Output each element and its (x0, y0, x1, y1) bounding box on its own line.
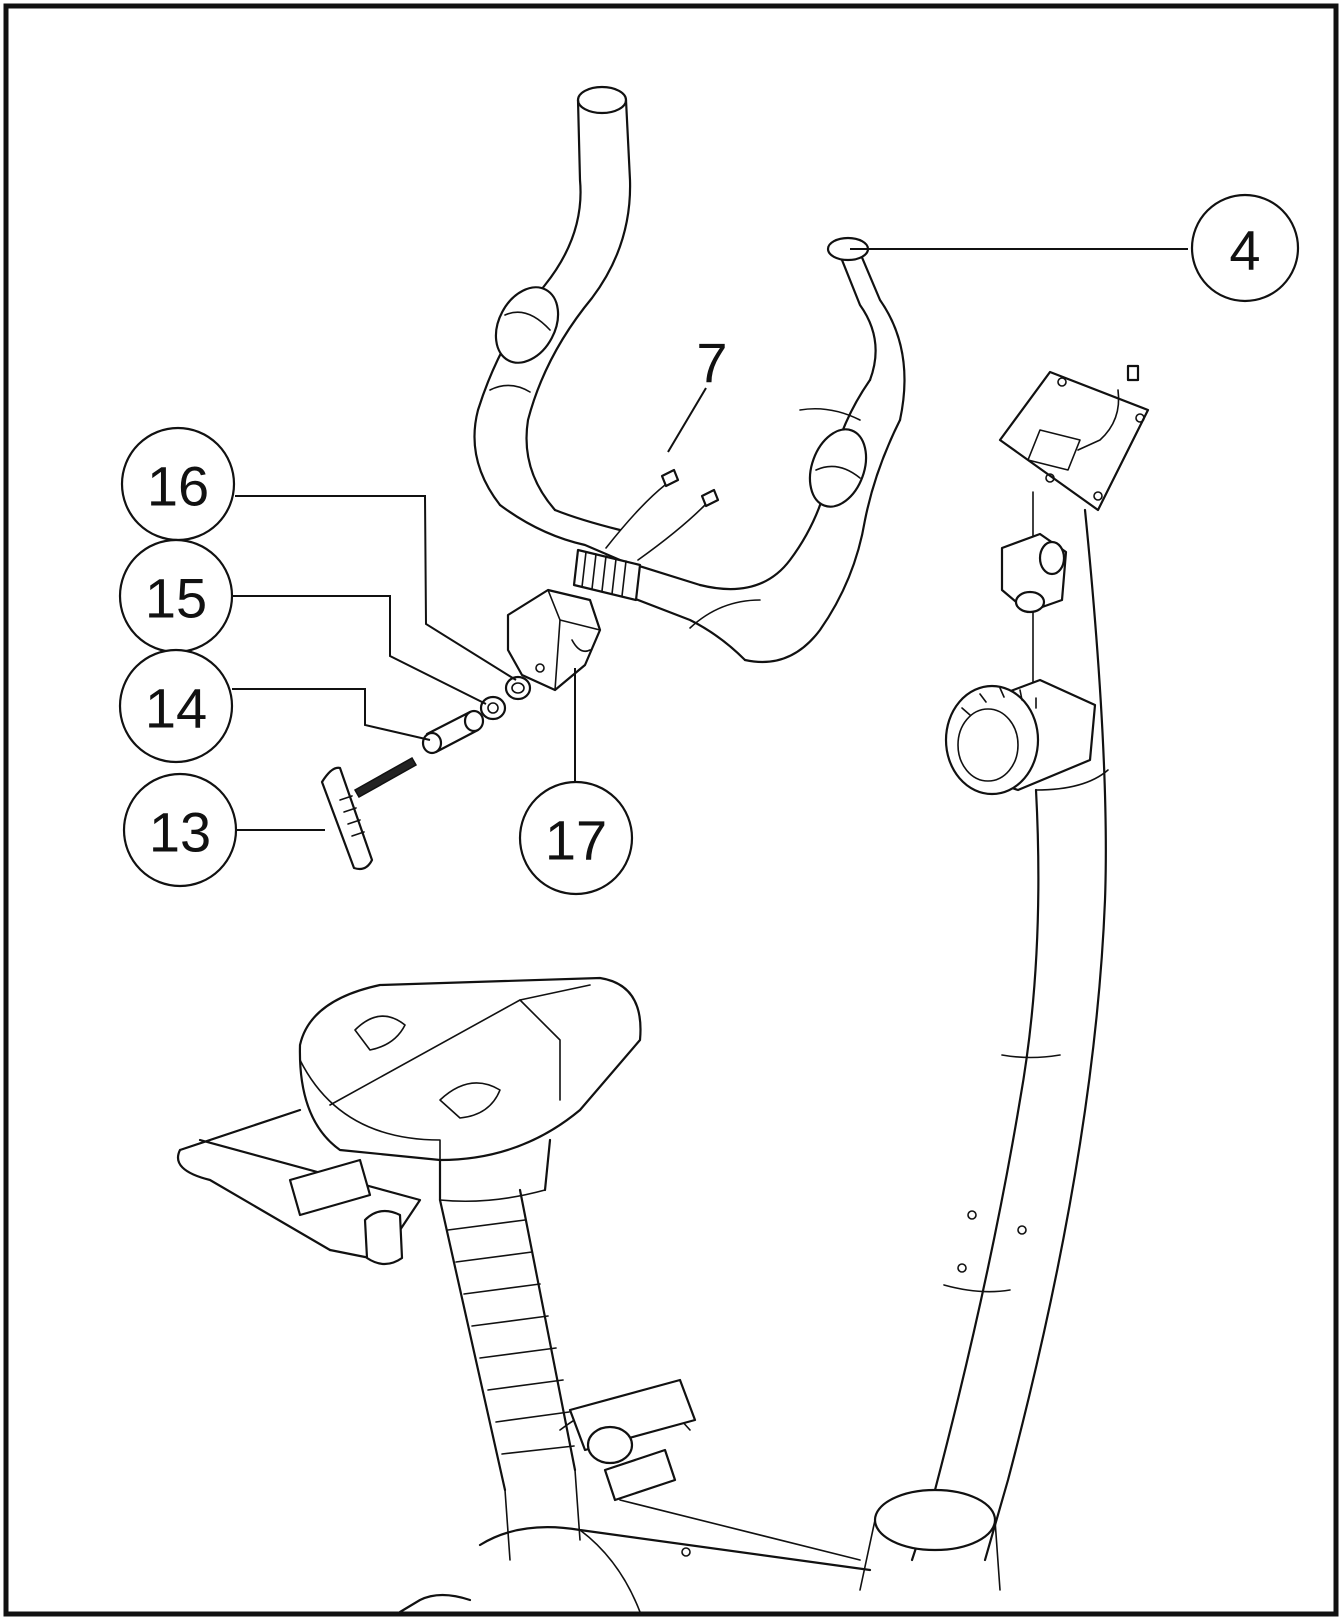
clamp-block (1000, 532, 1068, 614)
callout-14: 14 (118, 648, 431, 764)
label-15: 15 (145, 567, 207, 630)
bushing (421, 709, 485, 755)
tension-knob (944, 678, 1097, 796)
t-knob-bolt (320, 756, 418, 871)
console-plate (998, 364, 1150, 512)
seat-slider-rail (177, 1108, 422, 1266)
callout-16: 16 (120, 426, 517, 681)
upright-post (859, 508, 1109, 1591)
seat (298, 976, 642, 1203)
callout-17: 17 (518, 668, 634, 896)
spacer-ring (479, 695, 507, 721)
label-13: 13 (149, 801, 211, 864)
handlebar (473, 85, 906, 664)
callout-15: 15 (118, 538, 487, 705)
callout-7: 7 (667, 331, 728, 453)
clamp-bracket (506, 588, 602, 692)
pedal-assembly (559, 1378, 697, 1502)
label-16: 16 (147, 455, 209, 518)
label-17: 17 (545, 809, 607, 872)
washer (504, 675, 532, 701)
frame-base (398, 1499, 872, 1614)
label-14: 14 (145, 677, 207, 740)
callout-13: 13 (122, 772, 325, 888)
label-4: 4 (1229, 219, 1260, 282)
seat-post (438, 1188, 581, 1561)
callout-4: 4 (850, 193, 1300, 303)
label-7: 7 (696, 331, 727, 394)
diagram-border (3, 3, 1339, 1617)
